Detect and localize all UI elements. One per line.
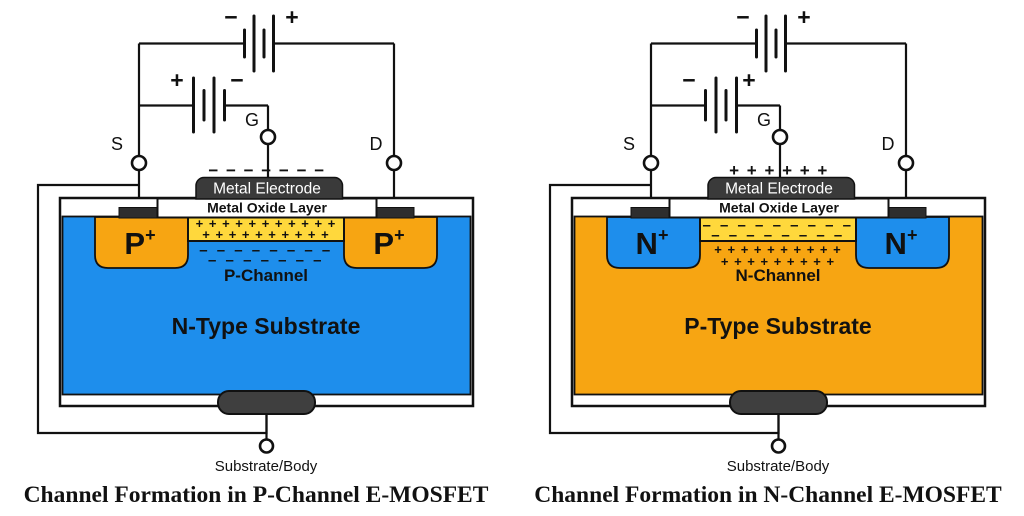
vgs-battery-icon: [192, 76, 226, 134]
source-terminal: [130, 154, 148, 172]
source-contact: [630, 207, 671, 219]
channel-strip-charges-row1: – – – – – – – – –: [703, 217, 854, 234]
well-letter: N: [885, 226, 907, 261]
source-well-label: P+: [124, 225, 155, 261]
channel-strip-charges-row2: + + + + + + + + + +: [202, 227, 329, 242]
vds-battery-icon: [755, 14, 787, 73]
well-letter: P: [373, 226, 394, 261]
n-channel-mosfet-diagram: − + − + S G D + + + + + + N+ N+: [534, 4, 1002, 508]
channel-label: N-Channel: [736, 266, 821, 285]
gate-terminal-label: G: [757, 110, 771, 130]
device-cross-section: N+ N+ – – – – – – – – – – – – – – – – – …: [570, 176, 987, 415]
source-well-label: N+: [636, 225, 669, 261]
vds-minus-sign: −: [224, 4, 237, 30]
p-channel-mosfet-diagram: − + + − S G D − − − − − − − P+ P+: [24, 4, 489, 508]
gate-surface-charges: − − − − − − −: [208, 161, 325, 180]
body-terminal-label: Substrate/Body: [215, 458, 318, 475]
source-well: [606, 216, 701, 269]
source-terminal-label: S: [111, 134, 123, 154]
drain-well-label: N+: [885, 225, 918, 261]
drain-well-label: P+: [373, 225, 404, 261]
panel-caption: Channel Formation in N-Channel E-MOSFET: [534, 482, 1002, 508]
drain-well: [343, 216, 438, 269]
gate-terminal-label: G: [245, 110, 259, 130]
metal-electrode-label: Metal Electrode: [213, 181, 321, 198]
vgs-minus-sign: −: [230, 67, 243, 93]
gate-terminal: [259, 128, 277, 146]
well-letter: N: [636, 226, 658, 261]
vds-plus-sign: +: [285, 4, 298, 30]
vds-minus-sign: −: [736, 4, 749, 30]
depletion-charges-row1: + + + + + + + + + +: [714, 242, 841, 257]
body-terminal: [258, 438, 275, 454]
substrate-label: N-Type Substrate: [172, 313, 361, 339]
well-superscript: +: [394, 225, 405, 245]
vds-plus-sign: +: [797, 4, 810, 30]
metal-oxide-layer-label: Metal Oxide Layer: [719, 200, 839, 216]
metal-electrode-label: Metal Electrode: [725, 181, 833, 198]
channel-strip-charges-row2: – – – – – – – –: [711, 227, 844, 244]
vgs-battery-icon: [704, 76, 738, 134]
channel-label: P-Channel: [224, 266, 308, 285]
device-cross-section: P+ P+ + + + + + + + + + + + + + + + + + …: [58, 176, 475, 415]
vds-battery-icon: [243, 14, 275, 73]
metal-oxide-layer-label: Metal Oxide Layer: [207, 200, 327, 216]
panel-caption: Channel Formation in P-Channel E-MOSFET: [24, 482, 489, 508]
drain-contact: [374, 207, 415, 219]
well-letter: P: [124, 226, 145, 261]
depletion-charges-row2: + + + + + + + + +: [721, 254, 835, 269]
channel-strip-charges-row1: + + + + + + + + + + +: [196, 216, 337, 231]
circuit-wires: [548, 42, 908, 440]
vgs-plus-sign: +: [170, 67, 183, 93]
metal-electrode: [195, 176, 344, 200]
body-contact: [217, 390, 316, 415]
body-contact: [729, 390, 828, 415]
depletion-charges-row2: – – – – – – –: [208, 252, 324, 269]
metal-electrode: [707, 176, 856, 200]
substrate-label: P-Type Substrate: [684, 313, 871, 339]
source-terminal-label: S: [623, 134, 635, 154]
body-terminal: [770, 438, 787, 454]
drain-terminal-label: D: [882, 134, 895, 154]
source-terminal: [642, 154, 660, 172]
drain-contact: [886, 207, 927, 219]
drain-terminal: [897, 154, 915, 172]
well-superscript: +: [658, 225, 669, 245]
circuit-wires: [36, 42, 396, 440]
drain-terminal-label: D: [370, 134, 383, 154]
gate-terminal: [771, 128, 789, 146]
gate-surface-charges: + + + + + +: [729, 161, 829, 180]
depletion-charges-row1: – – – – – – – –: [199, 242, 332, 259]
body-terminal-label: Substrate/Body: [727, 458, 830, 475]
source-contact: [118, 207, 159, 219]
well-superscript: +: [907, 225, 918, 245]
drain-well: [855, 216, 950, 269]
vgs-minus-sign: −: [682, 67, 695, 93]
source-well: [94, 216, 189, 269]
vgs-plus-sign: +: [742, 67, 755, 93]
channel-strip: [187, 216, 345, 242]
well-superscript: +: [145, 225, 156, 245]
drain-terminal: [385, 154, 403, 172]
